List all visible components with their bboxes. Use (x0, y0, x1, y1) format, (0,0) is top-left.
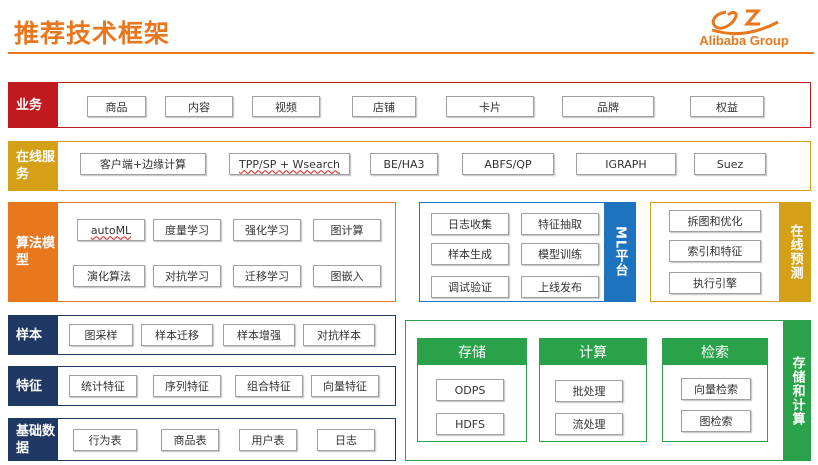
algorithm-item: 迁移学习 (233, 265, 301, 287)
feature-item: 组合特征 (235, 375, 303, 397)
business-item: 品牌 (562, 96, 654, 117)
algorithm-item: 对抗学习 (153, 265, 221, 287)
business-item: 视频 (252, 96, 320, 117)
business-item: 内容 (165, 96, 233, 117)
sample-item: 图采样 (69, 324, 133, 346)
ml-platform-item: 调试验证 (431, 276, 509, 298)
base-data-label: 基础数据 (8, 418, 58, 461)
feature-label: 特征 (8, 366, 58, 406)
algorithm-item: 度量学习 (153, 219, 221, 241)
feature-item: 向量特征 (311, 375, 379, 397)
online-service-item: ABFS/QP (462, 153, 554, 175)
base-data-item: 行为表 (73, 429, 137, 451)
online-service-label: 在线服务 (8, 141, 58, 191)
algorithm-item: autoML (77, 219, 145, 241)
storage-compute-label: 存储和计算 (783, 320, 811, 461)
logo-text: Alibaba Group (699, 33, 789, 48)
compute-item: 批处理 (555, 380, 623, 402)
sample-item: 样本增强 (223, 324, 295, 346)
feature-item: 序列特征 (153, 375, 221, 397)
online-service-item: TPP/SP + Wsearch (229, 153, 350, 175)
base-data-item: 日志 (317, 429, 375, 451)
online-service-item: Suez (694, 153, 766, 175)
storage-item: HDFS (436, 413, 504, 435)
algorithm-item: 强化学习 (233, 219, 301, 241)
online-predict-item: 索引和特征 (669, 240, 761, 262)
ml-platform-item: 特征抽取 (521, 213, 599, 235)
sample-label: 样本 (8, 315, 58, 355)
algorithm-item: 图计算 (313, 219, 381, 241)
sample-item: 样本迁移 (141, 324, 213, 346)
business-item: 卡片 (446, 96, 534, 117)
ml-platform-item: 模型训练 (521, 243, 599, 265)
online-service-item: IGRAPH (576, 153, 676, 175)
online-predict-item: 拆图和优化 (669, 210, 761, 232)
title-underline (8, 52, 814, 54)
algorithm-item-text: autoML (90, 223, 132, 237)
online-service-item: BE/HA3 (370, 153, 438, 175)
compute-item: 流处理 (555, 413, 623, 435)
feature-item: 统计特征 (69, 375, 137, 397)
base-data-item: 商品表 (161, 429, 219, 451)
alibaba-logo: Alibaba Group (676, 4, 812, 50)
ml-platform-item: 样本生成 (431, 243, 509, 265)
algorithm-row (8, 202, 396, 302)
retrieval-item: 向量检索 (681, 378, 751, 400)
business-item: 店铺 (352, 96, 416, 117)
business-item: 商品 (87, 96, 146, 117)
algorithm-item: 图嵌入 (313, 265, 381, 287)
ml-platform-item: 日志收集 (431, 213, 509, 235)
ml-platform-item: 上线发布 (521, 276, 599, 298)
retrieval-group-title: 检索 (662, 338, 768, 365)
business-label: 业务 (8, 82, 58, 128)
alibaba-smile-icon (711, 9, 779, 36)
algorithm-label: 算法模型 (8, 202, 58, 302)
base-data-item: 用户表 (239, 429, 297, 451)
online-predict-label: 在线预测 (779, 202, 811, 302)
compute-group-title: 计算 (539, 338, 647, 365)
online-predict-item: 执行引擎 (669, 272, 761, 294)
online-service-item: 客户端+边缘计算 (80, 153, 206, 175)
business-item: 权益 (690, 96, 764, 117)
online-service-item-text: TPP/SP + Wsearch (239, 157, 340, 171)
storage-group-title: 存储 (417, 338, 527, 365)
storage-item: ODPS (436, 379, 504, 401)
retrieval-item: 图检索 (681, 410, 751, 432)
page-title: 推荐技术框架 (14, 19, 171, 48)
sample-item: 对抗样本 (303, 324, 375, 346)
ml-platform-label: ML平台 (604, 202, 636, 302)
algorithm-item: 演化算法 (73, 265, 145, 287)
